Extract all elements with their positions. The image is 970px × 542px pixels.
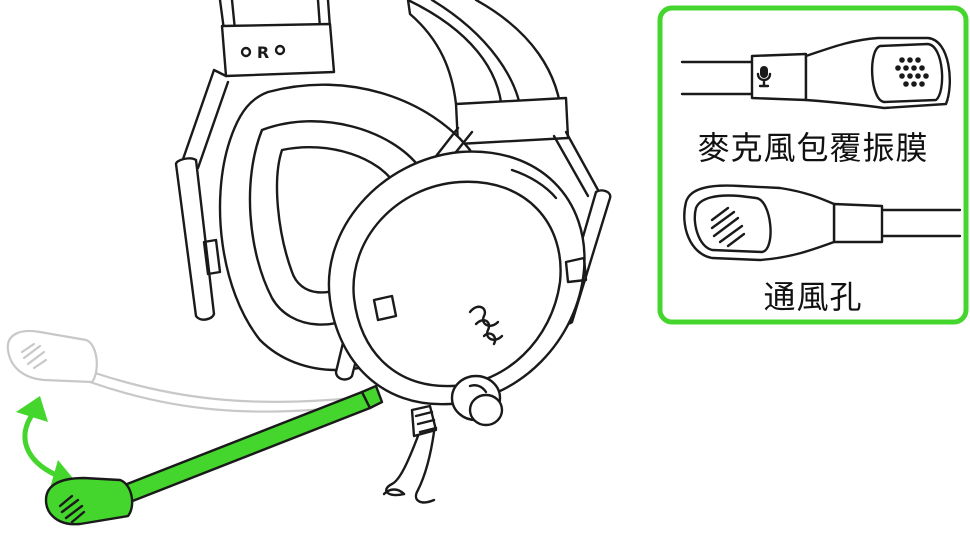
mic-vent-ghost-icon <box>20 342 48 370</box>
rotate-arrow-icon <box>16 396 76 488</box>
razer-logo-icon <box>468 305 504 346</box>
headband: R <box>218 0 570 146</box>
vent-closeup <box>683 184 962 262</box>
earcup-side-marking: R <box>257 43 269 62</box>
mic-cover-closeup <box>680 36 951 110</box>
vent-slots-icon <box>710 206 746 248</box>
headset-cable <box>382 404 438 504</box>
volume-knob <box>450 374 504 427</box>
mic-boom-lowered-position <box>44 384 384 526</box>
mic-cover-label: 麥克風包覆振膜 <box>697 129 929 167</box>
mic-mesh-icon <box>895 57 929 87</box>
microphone-icon <box>756 66 772 88</box>
mic-vent-icon <box>58 494 86 524</box>
vent-label: 通風孔 <box>763 278 863 316</box>
right-earcup <box>327 126 612 427</box>
